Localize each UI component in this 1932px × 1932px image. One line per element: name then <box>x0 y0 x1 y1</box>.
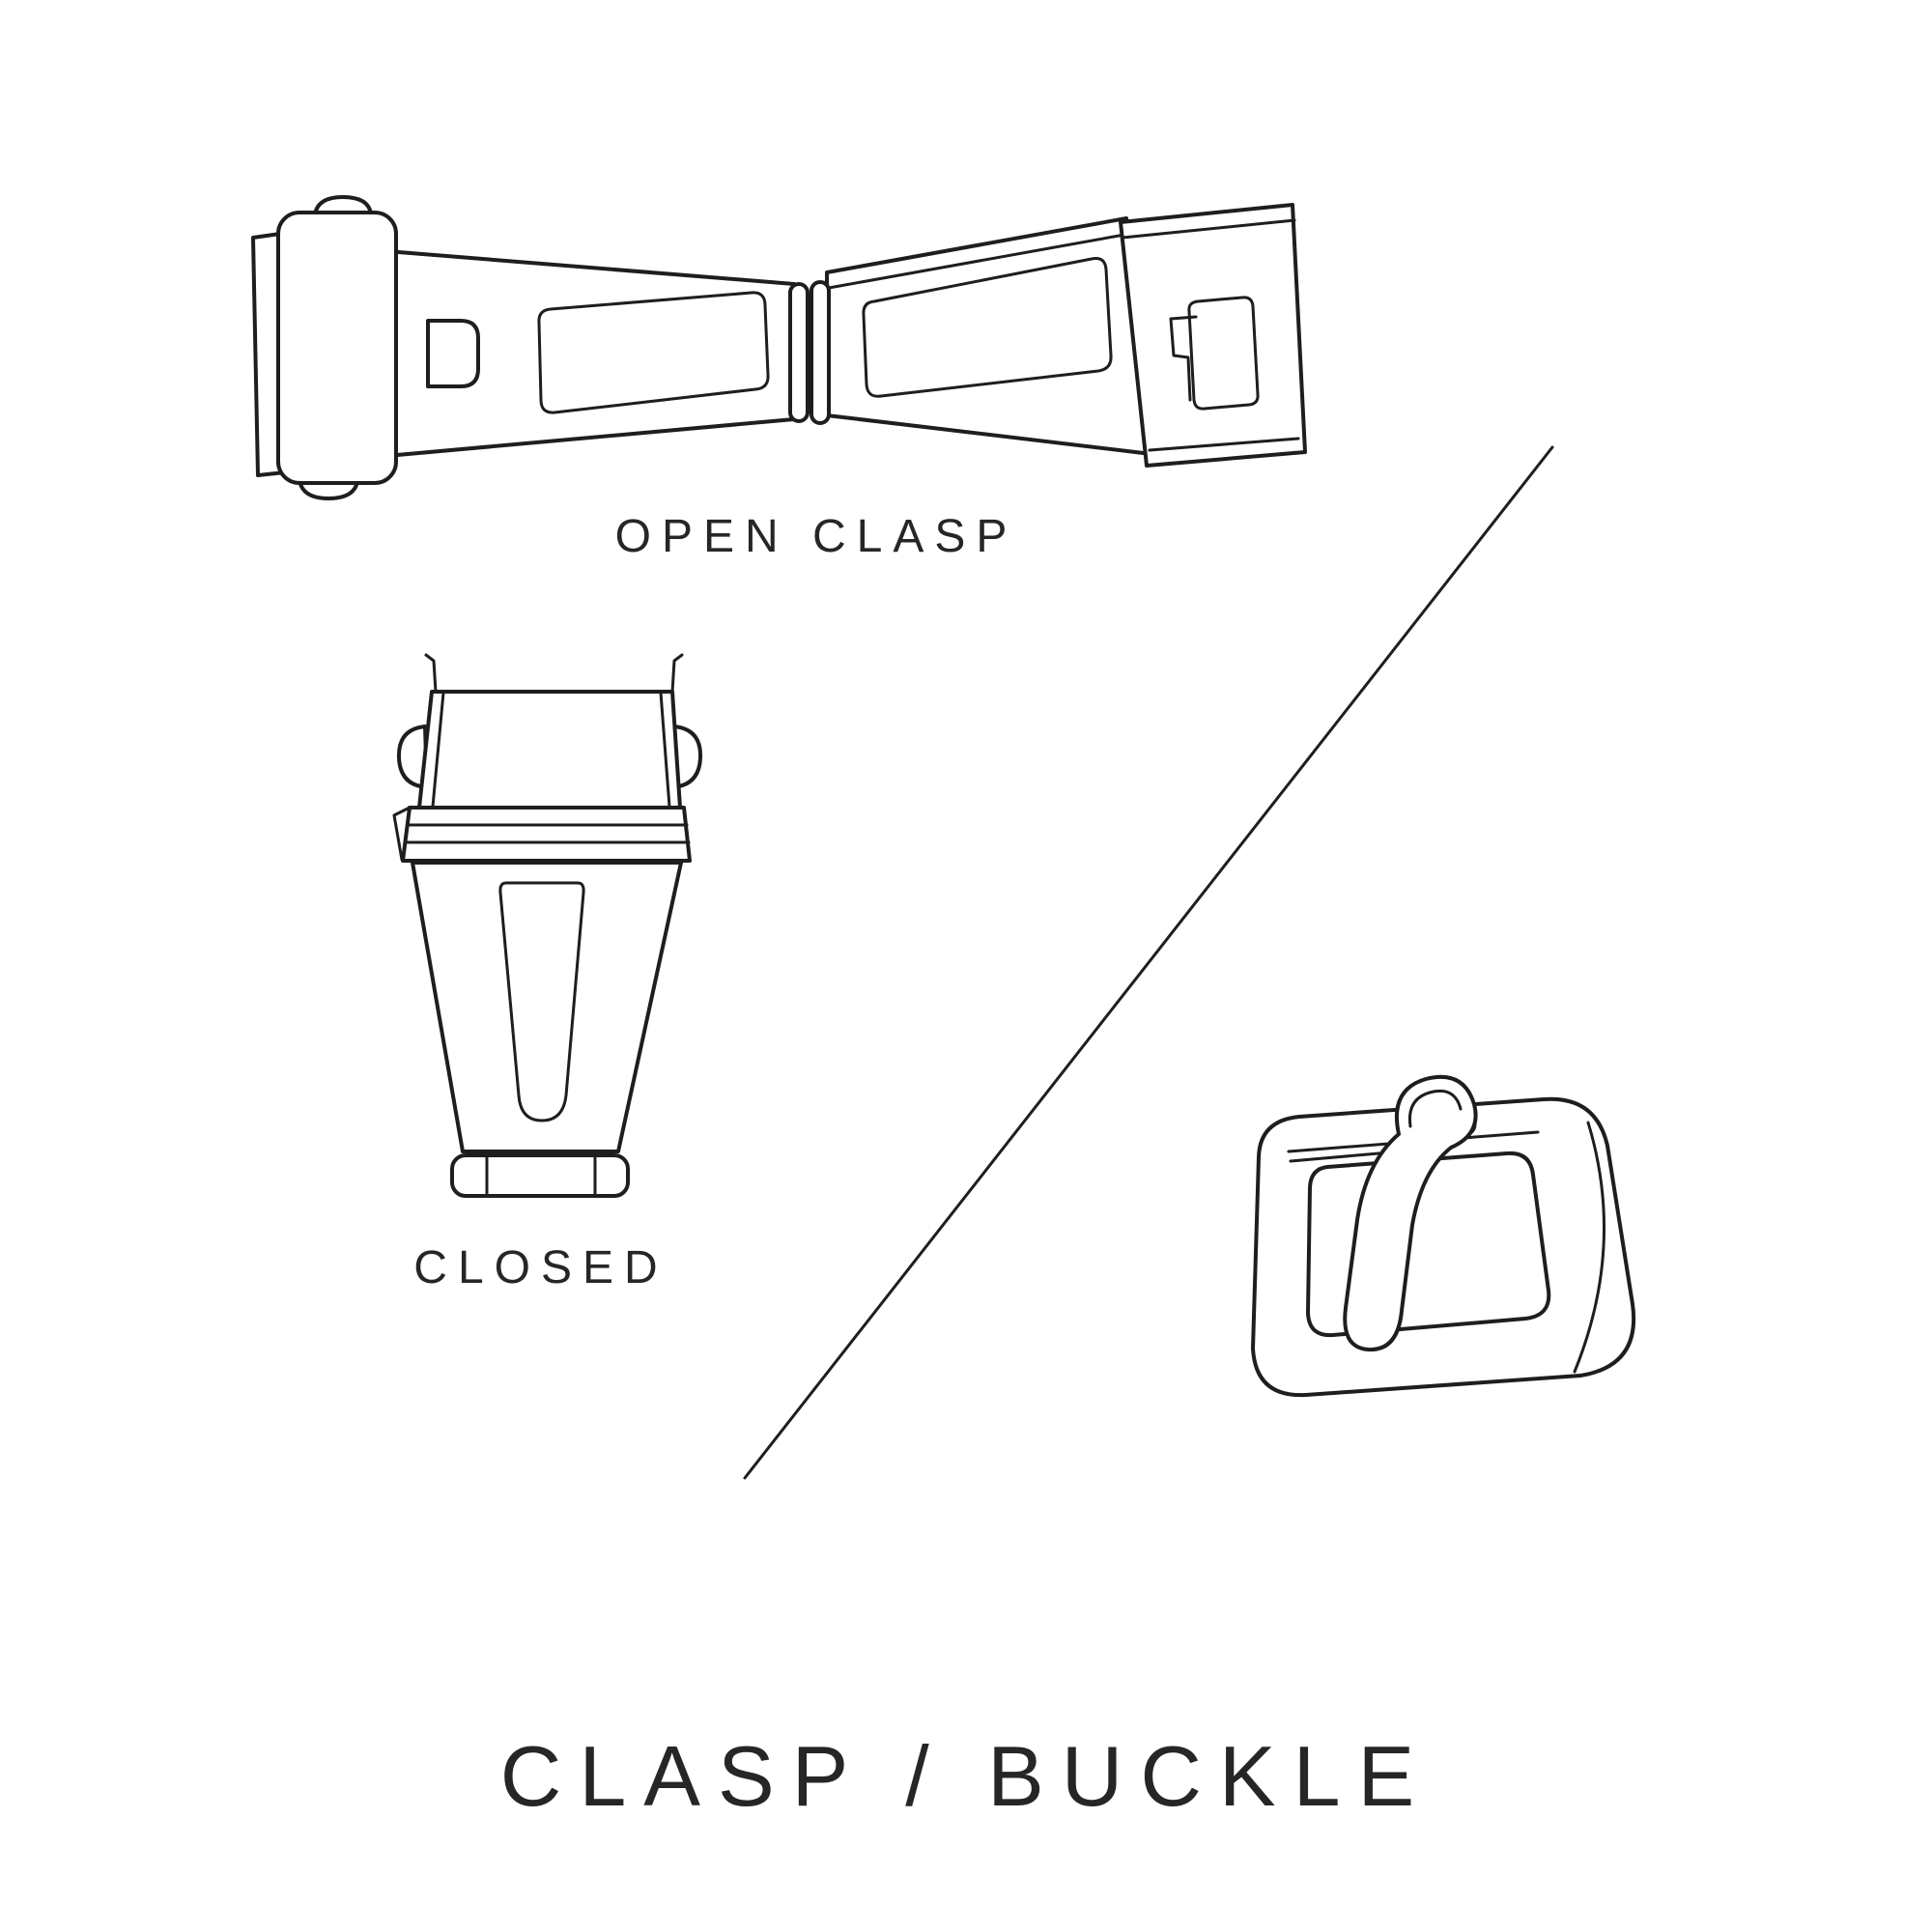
open-clasp-right-fold-line <box>827 233 1126 290</box>
open-clasp-notch <box>426 319 480 388</box>
open-clasp-top-bump <box>313 195 373 216</box>
closed-clasp-inner-outline <box>498 881 585 1122</box>
closed-clasp-cover <box>417 690 682 810</box>
closed-clasp-bottom-bar <box>450 1153 630 1198</box>
buckle-drawing <box>1251 1074 1636 1398</box>
closed-clasp-cover-left-edge <box>431 691 445 809</box>
open-clasp-hinge-bar-2 <box>810 280 831 425</box>
buckle-tang-loop-inner <box>1407 1089 1463 1128</box>
page-title: CLASP / BUCKLE <box>499 1728 1433 1824</box>
open-clasp-bottom-bump <box>298 479 359 500</box>
buckle-right-band-curve <box>1573 1121 1606 1374</box>
closed-clasp-body <box>411 861 683 1153</box>
open-clasp-right-cap <box>1119 203 1307 468</box>
open-clasp-left-cap <box>276 211 398 485</box>
closed-clasp-band <box>401 806 692 863</box>
closed-clasp-left-ear <box>396 724 429 789</box>
open-clasp-cap-hook <box>1169 315 1198 402</box>
divider <box>743 445 1554 1480</box>
open-clasp-right-cap-top-line <box>1121 218 1296 240</box>
open-clasp-cap-cutout <box>1187 296 1260 411</box>
buckle-tang <box>1343 1074 1478 1352</box>
closed-clasp-left-prong <box>424 653 438 694</box>
open-clasp-right-cap-bottom-line <box>1148 437 1300 452</box>
closed-clasp-right-prong <box>670 653 684 694</box>
closed-clasp-label: CLOSED <box>413 1242 668 1293</box>
open-clasp-hinge-bar-1 <box>788 282 810 423</box>
open-clasp-right-inner-outline <box>862 257 1113 398</box>
open-clasp-label: OPEN CLASP <box>614 511 1018 562</box>
open-clasp-right-blade <box>825 216 1153 456</box>
divider-line <box>743 445 1554 1480</box>
closed-clasp-drawing <box>392 653 703 1198</box>
open-clasp-drawing <box>251 195 1307 500</box>
closed-clasp-cover-right-edge <box>659 691 671 809</box>
buckle-frame-inner <box>1306 1151 1551 1338</box>
open-clasp-left-inner-outline <box>537 291 770 414</box>
closed-clasp-band-left-flap <box>392 806 412 862</box>
